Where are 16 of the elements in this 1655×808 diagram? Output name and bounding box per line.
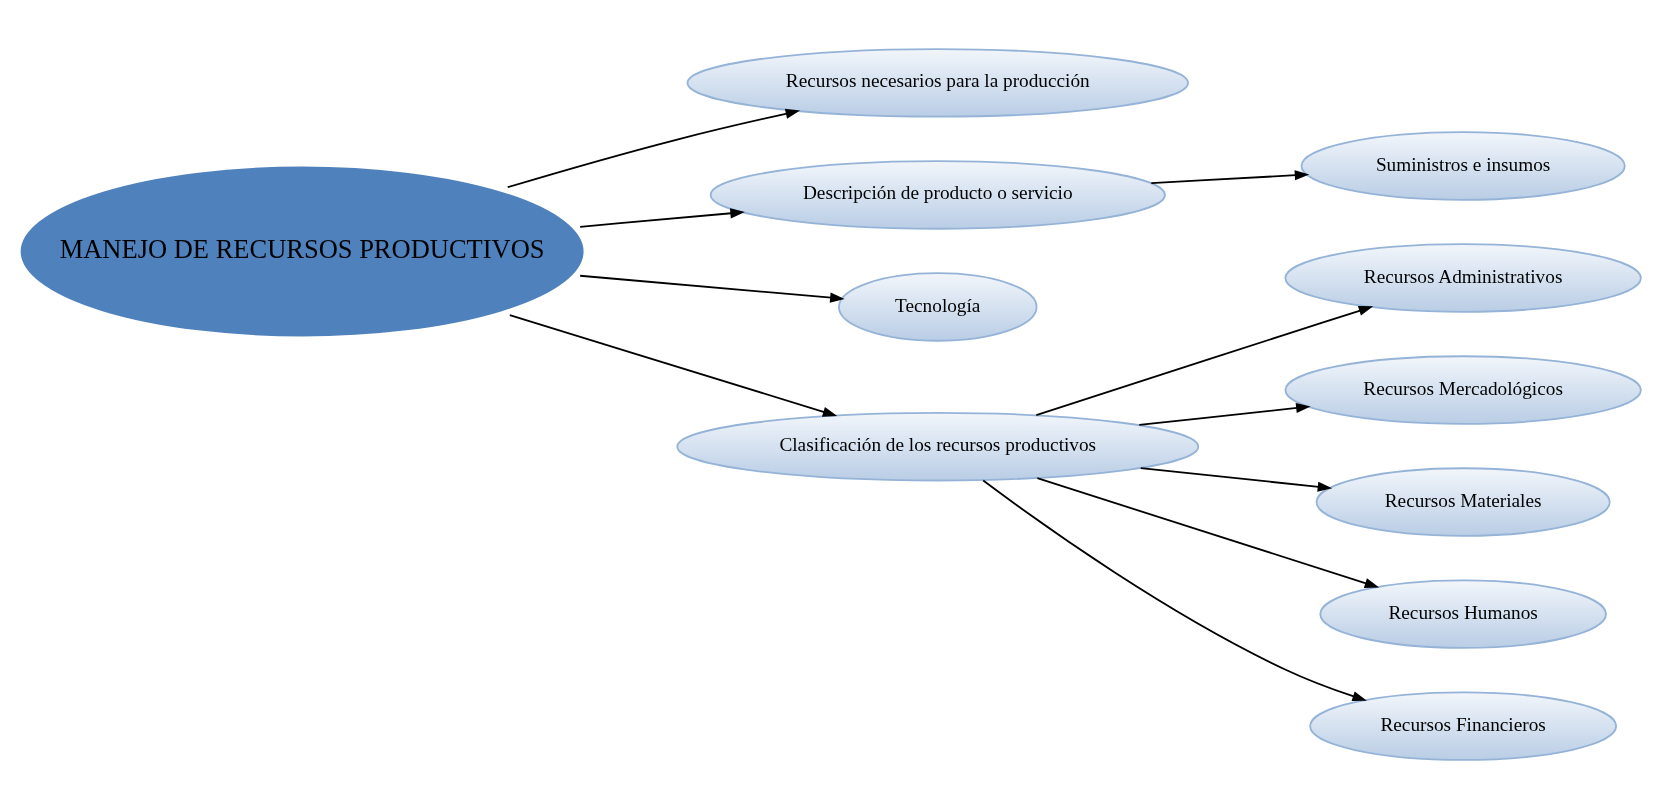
node-ellipse: Descripción de producto o servicio [709, 159, 1166, 230]
arrow [1150, 169, 1310, 184]
arrow [579, 207, 745, 228]
arrow [506, 108, 801, 188]
arrow [1138, 402, 1311, 426]
arrow [982, 479, 1367, 701]
node-ellipse: Tecnología [838, 271, 1038, 342]
node-ellipse: Recursos Administrativos [1284, 242, 1642, 313]
arrow [1139, 466, 1333, 492]
node-ellipse: Clasificación de los recursos productivos [676, 411, 1200, 481]
node-ellipse: Suministros e insumos [1300, 130, 1626, 201]
arrow [579, 274, 845, 303]
arrow [508, 313, 838, 417]
arrow [1036, 476, 1380, 588]
arrow [1035, 305, 1374, 416]
node-ellipse: Recursos Mercadológicos [1284, 354, 1642, 425]
